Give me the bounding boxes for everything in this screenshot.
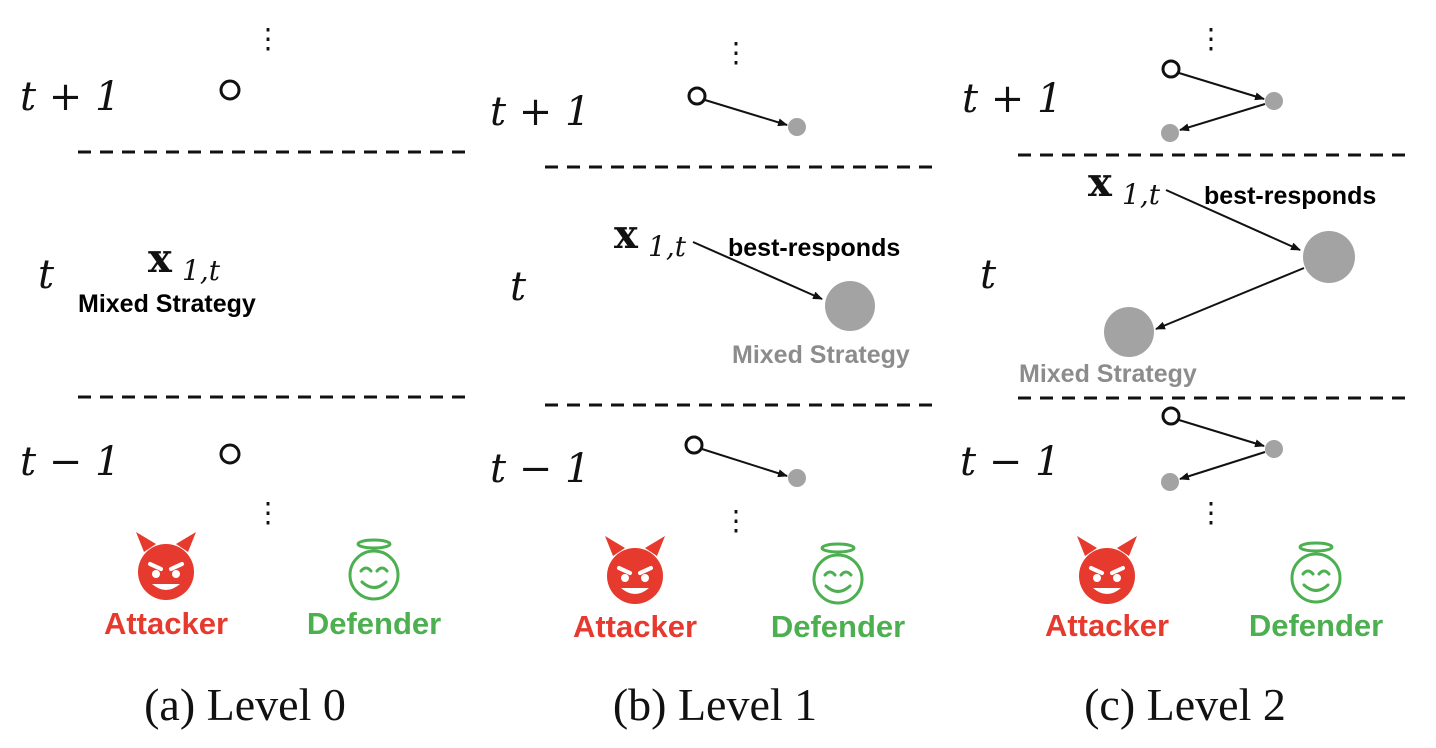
- node-hollow-top: [687, 86, 707, 106]
- row-label-t: t: [38, 252, 55, 298]
- defender-label: Defender: [307, 606, 441, 641]
- node-hollow-bottom: [219, 443, 241, 465]
- mixed-strategy-label: Mixed Strategy: [78, 290, 256, 318]
- node-hollow-top: [219, 79, 241, 101]
- node-hollow-bottom: [1161, 406, 1181, 426]
- angel-face-icon: [348, 538, 400, 601]
- panel-level-0: ⋮ t + 1 t x 1,t Mixed Strategy t − 1 ⋮ A…: [20, 22, 472, 730]
- arrow-bottom-2: [1179, 451, 1266, 481]
- row-label-t-minus-1: t − 1: [20, 439, 120, 485]
- ellipsis-bottom: ⋮: [1197, 496, 1225, 529]
- x-symbol: x: [148, 235, 173, 282]
- mixed-strategy-label: Mixed Strategy: [732, 341, 910, 369]
- mixed-strategy-node: [1104, 307, 1154, 357]
- caption-level-1: (b) Level 1: [613, 679, 817, 730]
- x-subscript: 1,t: [1122, 178, 1161, 211]
- attacker-label: Attacker: [573, 609, 697, 644]
- attacker-label: Attacker: [104, 606, 228, 641]
- row-label-t-minus-1: t − 1: [490, 446, 590, 492]
- angel-face-icon: [1290, 541, 1342, 604]
- arrow-best-response: [692, 241, 823, 300]
- devil-face-icon: [605, 536, 665, 604]
- best-responds-label: best-responds: [1204, 182, 1376, 210]
- best-responds-label: best-responds: [728, 234, 900, 262]
- row-label-t-plus-1: t + 1: [490, 89, 590, 135]
- attacker-label: Attacker: [1045, 608, 1169, 643]
- arrow-bottom: [701, 448, 788, 478]
- x-subscript: 1,t: [182, 254, 221, 287]
- panel-level-1: ⋮ t + 1 t x 1,t best-responds Mixed Stra…: [490, 36, 934, 730]
- row-label-t-plus-1: t + 1: [962, 76, 1062, 122]
- node-gray-bottom: [788, 469, 806, 487]
- row-label-t: t: [980, 252, 997, 298]
- arrow-best-response-1: [1165, 189, 1301, 251]
- x-symbol: x: [1088, 159, 1113, 206]
- node-gray-bottom-right: [1265, 440, 1283, 458]
- caption-level-0: (a) Level 0: [144, 679, 346, 730]
- ellipsis-bottom: ⋮: [722, 504, 750, 537]
- response-node: [1303, 231, 1355, 283]
- mixed-strategy-node: [825, 281, 875, 331]
- angel-face-icon: [812, 542, 864, 605]
- arrow-top-1: [1178, 72, 1265, 101]
- defender-label: Defender: [771, 609, 905, 644]
- panel-level-2: ⋮ t + 1 x 1,t best-responds t Mixed Stra…: [960, 22, 1412, 730]
- arrow-bottom-1: [1178, 419, 1265, 448]
- row-label-t-minus-1: t − 1: [960, 439, 1060, 485]
- mixed-strategy-label: Mixed Strategy: [1019, 360, 1197, 388]
- node-hollow-bottom: [684, 435, 704, 455]
- caption-level-2: (c) Level 2: [1084, 679, 1286, 730]
- ellipsis-top: ⋮: [254, 22, 282, 55]
- defender-label: Defender: [1249, 608, 1383, 643]
- row-label-t: t: [510, 264, 527, 310]
- arrow-best-response-2: [1155, 267, 1305, 330]
- x-symbol: x: [614, 211, 639, 258]
- devil-face-icon: [1077, 536, 1137, 604]
- ellipsis-top: ⋮: [1197, 22, 1225, 55]
- ellipsis-bottom: ⋮: [254, 496, 282, 529]
- node-gray-bottom-left: [1161, 473, 1179, 491]
- ellipsis-top: ⋮: [722, 36, 750, 69]
- node-gray-top-right: [1265, 92, 1283, 110]
- row-label-t-plus-1: t + 1: [20, 74, 120, 120]
- x-subscript: 1,t: [648, 230, 687, 263]
- arrow-top-2: [1179, 103, 1266, 132]
- devil-face-icon: [136, 532, 196, 600]
- node-gray-top: [788, 118, 806, 136]
- arrow-top: [704, 99, 788, 127]
- node-gray-top-left: [1161, 124, 1179, 142]
- node-hollow-top: [1161, 59, 1181, 79]
